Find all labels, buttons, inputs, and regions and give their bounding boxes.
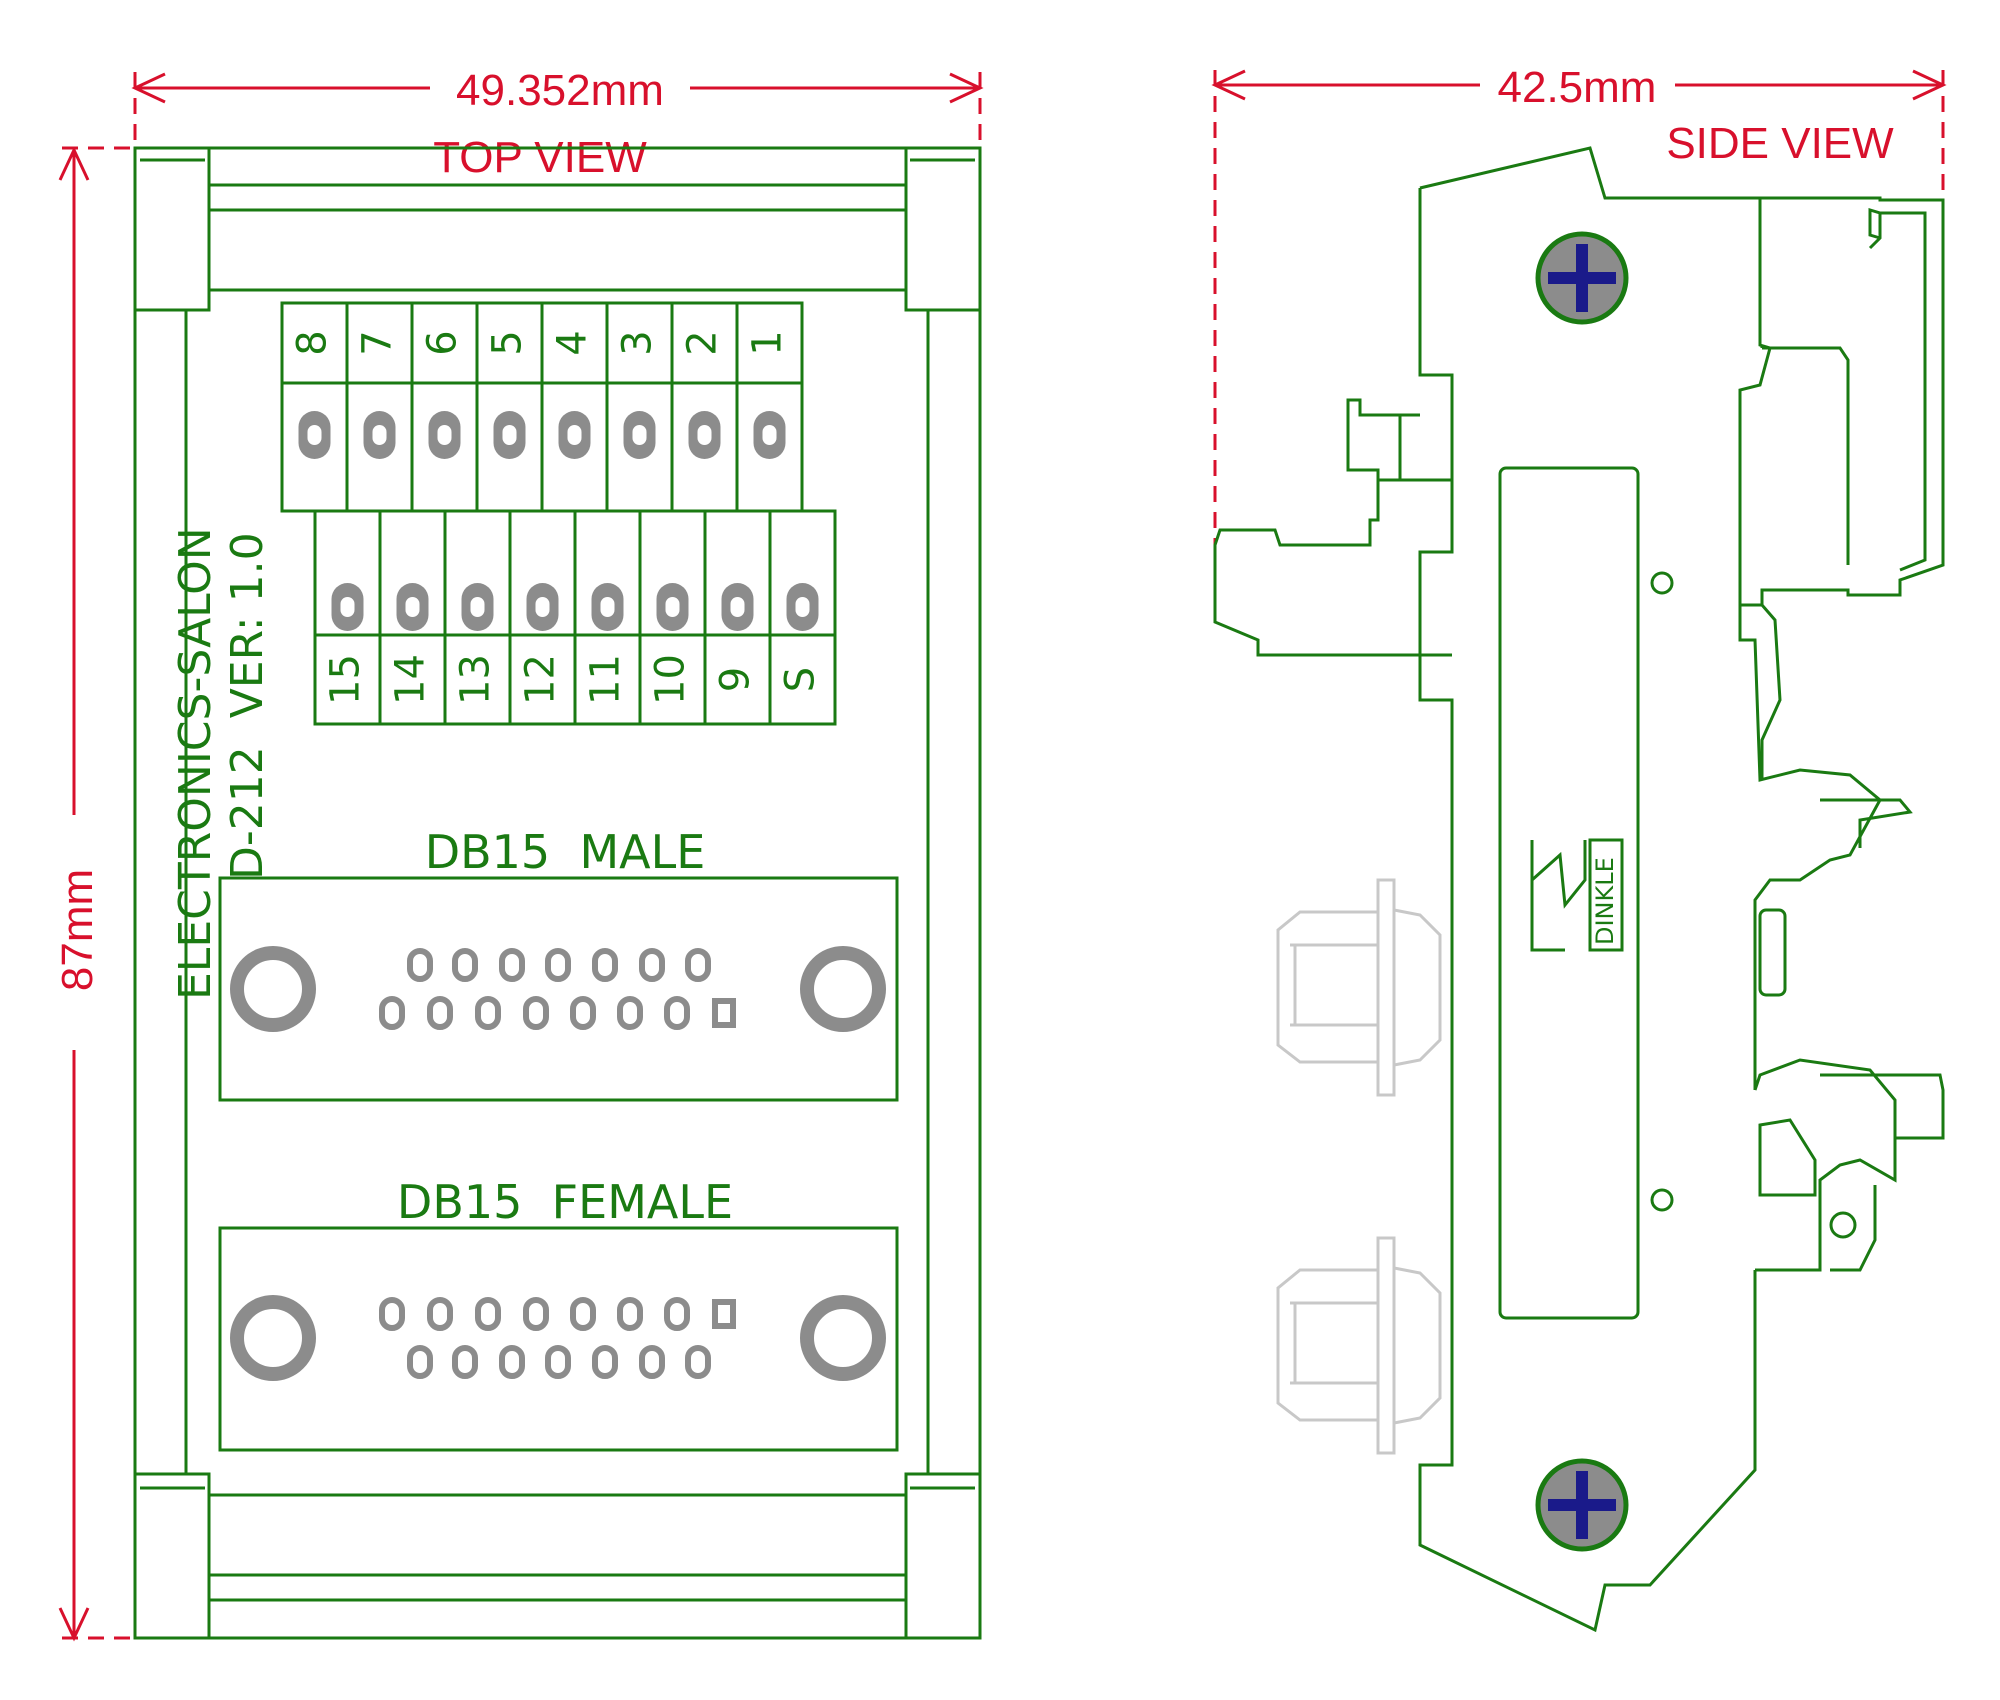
db15-female-connector [218, 1226, 899, 1452]
terminal-number: 5 [485, 330, 531, 355]
terminal-number: 2 [680, 330, 726, 355]
terminal-number: 14 [388, 654, 434, 705]
terminal-number: 4 [550, 330, 596, 355]
height-label: 87mm [53, 869, 102, 991]
screw-bottom-icon [1535, 1458, 1629, 1552]
terminal-number: S [778, 667, 824, 692]
terminal-number: 7 [355, 330, 401, 355]
screw-top-icon [1535, 231, 1629, 325]
top-view-title: TOP VIEW [433, 133, 647, 182]
terminal-number: 9 [713, 667, 759, 692]
db15-pin [523, 996, 549, 1030]
db15-pin [639, 1345, 665, 1379]
side-width-label: 42.5mm [1498, 63, 1657, 112]
terminal-number: 6 [420, 330, 466, 355]
db15-pin [617, 1297, 643, 1331]
db15-female-pins [379, 1297, 736, 1379]
terminal-number: 8 [290, 330, 336, 355]
top-width-dimension: 49.352mm [131, 66, 984, 146]
board-text-version: D-212 VER: 1.0 [222, 532, 273, 880]
db15-male-connector [218, 876, 899, 1102]
db15-pin [407, 1345, 433, 1379]
pin-1-marker [712, 998, 736, 1028]
side-connector-female [1276, 1236, 1442, 1455]
mount-hole-icon [230, 1295, 316, 1381]
db15-pin [592, 948, 618, 982]
db15-pin [639, 948, 665, 982]
db15-pin [427, 1297, 453, 1331]
mount-hole-icon [800, 1295, 886, 1381]
db15-pin [407, 948, 433, 982]
side-view: DINKLE [1213, 146, 1945, 1633]
db15-male-label: DB15 MALE [425, 825, 706, 879]
height-dimension: 87mm [53, 146, 132, 1642]
db15-pin [475, 1297, 501, 1331]
db15-pin [523, 1297, 549, 1331]
db15-pin [427, 996, 453, 1030]
db15-male-pins [379, 948, 736, 1030]
db15-pin [499, 948, 525, 982]
db15-pin [545, 1345, 571, 1379]
db15-pin [685, 1345, 711, 1379]
terminal-number: 12 [518, 654, 564, 705]
side-width-dimension: 42.5mm [1211, 63, 1947, 545]
side-connector-male [1276, 878, 1442, 1097]
db15-pin [664, 996, 690, 1030]
db15-pin [379, 996, 405, 1030]
side-view-title: SIDE VIEW [1666, 119, 1894, 168]
mount-hole-icon [800, 946, 886, 1032]
db15-pin [570, 1297, 596, 1331]
db15-pin [452, 1345, 478, 1379]
terminal-number: 3 [615, 330, 661, 355]
db15-pin [499, 1345, 525, 1379]
db15-pin [617, 996, 643, 1030]
terminal-number: 11 [583, 654, 629, 705]
pin-1-marker [712, 1299, 736, 1329]
db15-pin [452, 948, 478, 982]
db15-pin [545, 948, 571, 982]
terminal-number: 15 [323, 654, 369, 705]
db15-pin [664, 1297, 690, 1331]
dinkle-logo: DINKLE [1530, 838, 1624, 952]
terminal-number: 10 [648, 654, 694, 705]
db15-pin [570, 996, 596, 1030]
terminal-number: 13 [453, 654, 499, 705]
top-width-label: 49.352mm [456, 66, 664, 115]
mount-hole-icon [230, 946, 316, 1032]
db15-pin [685, 948, 711, 982]
brand-label: DINKLE [1591, 857, 1619, 945]
db15-female-label: DB15 FEMALE [397, 1175, 733, 1229]
db15-pin [592, 1345, 618, 1379]
terminal-number: 1 [745, 330, 791, 355]
db15-pin [475, 996, 501, 1030]
board-text-brand: ELECTRONICS-SALON [170, 527, 221, 1000]
label-plate [1498, 466, 1640, 1320]
db15-pin [379, 1297, 405, 1331]
